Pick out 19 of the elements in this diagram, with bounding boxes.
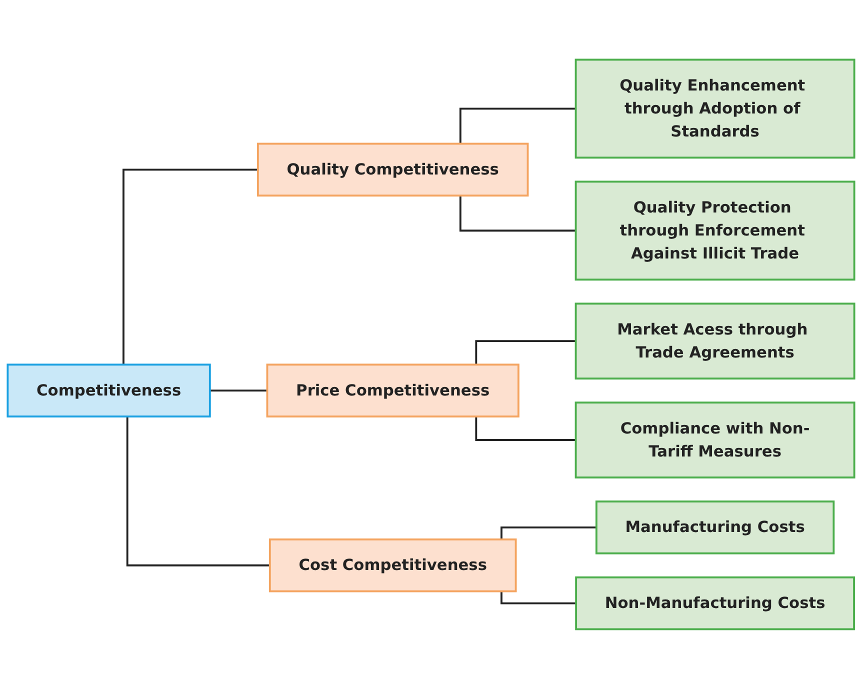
connector	[459, 108, 576, 144]
node-box: Quality Protection through Enforcement Against Illicit Trade	[574, 180, 856, 281]
node-box: Competitiveness	[6, 364, 211, 418]
node-box: Market Acess through Trade Agreements	[574, 302, 856, 380]
node-box: Compliance with Non-Tariff Measures	[574, 402, 856, 478]
connector	[475, 340, 576, 365]
node-box: Cost Competitiveness	[268, 538, 517, 592]
connector	[500, 526, 596, 540]
node-box: Quality Competitiveness	[256, 142, 529, 197]
node-box: Quality Enhancement through Adoption of Standards	[574, 58, 856, 159]
connector	[122, 168, 258, 365]
node-box: Manufacturing Costs	[595, 500, 835, 554]
node-box: Price Competitiveness	[266, 364, 520, 418]
connector	[475, 416, 576, 442]
connector	[208, 390, 268, 392]
node-box: Non-Manufacturing Costs	[575, 576, 855, 630]
connector	[459, 196, 576, 232]
connector	[126, 416, 270, 566]
connector	[500, 591, 576, 604]
